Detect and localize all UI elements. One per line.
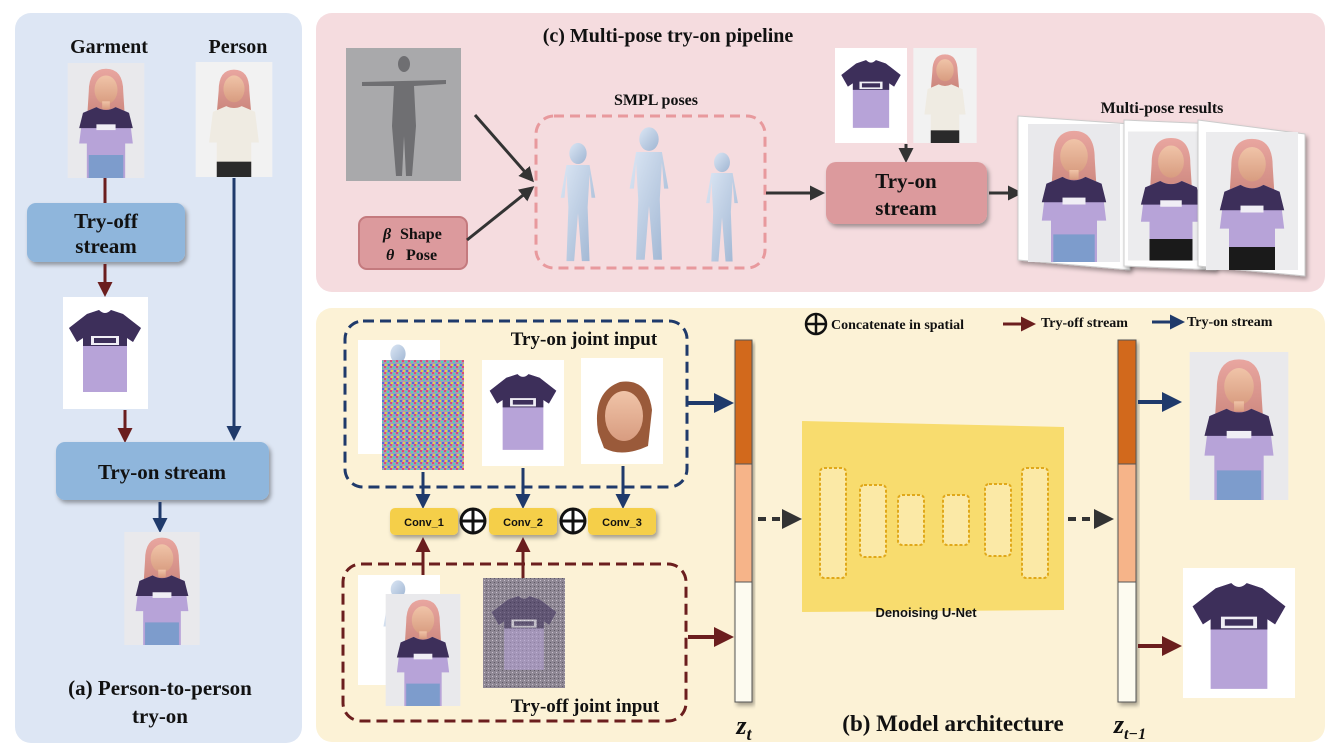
tryoff-person-image: [385, 594, 461, 706]
garment-person-image: [67, 63, 145, 178]
concat-symbol-1: [459, 507, 487, 535]
pose-symbol: θ: [386, 247, 395, 264]
panel-a-background: [15, 13, 302, 743]
tryon-joint-input-label: Try-on joint input: [511, 329, 658, 350]
tpose-body-icon: [362, 56, 446, 176]
conv1-box: [390, 508, 458, 535]
zt-latent-bar: [734, 339, 753, 703]
tryoff-stream-box: [27, 203, 185, 262]
conv3-box: [588, 508, 656, 535]
tryon-output-image: [1189, 352, 1289, 500]
pose-word: Pose: [406, 247, 437, 264]
unet-feature-maps: [819, 467, 1049, 579]
input-person-image: [913, 48, 977, 143]
tryon-noisy-person-image: [382, 360, 464, 470]
legend-concat: [804, 312, 828, 336]
legend-tryon-label: Try-on stream: [1187, 315, 1273, 330]
legend-concat-label: Concatenate in spatial: [831, 318, 964, 333]
panel-b-caption: (b) Model architecture: [842, 711, 1063, 736]
tryoff-joint-input-label: Try-off joint input: [511, 696, 660, 717]
legend-tryoff-label: Try-off stream: [1041, 316, 1128, 331]
tryoff-stream-line2: stream: [75, 234, 137, 258]
garment-label: Garment: [70, 36, 148, 58]
conv3-label: Conv_3: [602, 517, 642, 529]
zt-label-base: zt: [735, 711, 752, 744]
result-person-image-a: [124, 532, 200, 645]
tryon-joint-input-box: [343, 319, 689, 489]
zt1-label: zt−1: [1113, 710, 1146, 743]
person-label: Person: [209, 36, 268, 58]
smpl-poses-box: [534, 114, 767, 270]
tryon-face-image: [596, 381, 652, 453]
tryon-stream-box-a: [56, 442, 269, 500]
tryon-stream-label-a: Try-on stream: [98, 460, 227, 484]
tryon-stream-c-line2: stream: [875, 196, 937, 220]
unet-shape: [802, 421, 1064, 612]
tryon-stream-box-c: [826, 162, 987, 224]
conv2-label: Conv_2: [503, 517, 543, 529]
tryoff-joint-input-box: [341, 562, 688, 723]
shape-symbol: β: [382, 226, 392, 243]
tryon-stream-c-line1: Try-on: [875, 169, 937, 193]
smpl-poses-label: SMPL poses: [614, 92, 698, 109]
tryoff-stream-line1: Try-off: [74, 209, 139, 233]
multi-pose-results-label: Multi-pose results: [1101, 100, 1224, 117]
person-image: [195, 62, 273, 177]
panel-a-caption-line1: (a) Person-to-person: [68, 676, 252, 700]
multi-pose-results-stack: [1017, 115, 1306, 277]
panel-a-caption-line2: try-on: [132, 704, 188, 728]
panel-c-title: (c) Multi-pose try-on pipeline: [543, 25, 794, 47]
concat-symbol-2: [559, 507, 587, 535]
shape-word: Shape: [400, 226, 442, 243]
unet-label: Denoising U-Net: [875, 605, 977, 620]
result-pose-1: [1028, 124, 1120, 262]
arrow-tpose-to-smpl: [473, 114, 534, 183]
result-pose-3: [1206, 132, 1298, 270]
zt1-latent-bar: [1117, 339, 1137, 703]
shape-pose-box: [358, 216, 468, 270]
arrow-shape-to-smpl: [466, 186, 535, 242]
conv1-label: Conv_1: [404, 517, 444, 529]
conv2-box: [489, 508, 557, 535]
